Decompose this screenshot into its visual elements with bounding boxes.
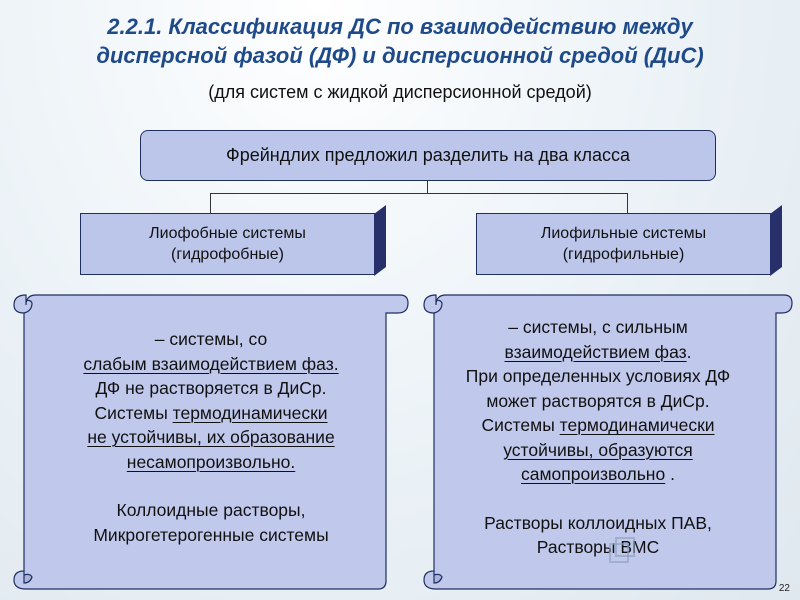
left-desc-line-4b: термодинамически: [172, 402, 328, 423]
root-box: Фрейндлих предложил разделить на два кла…: [140, 130, 716, 181]
slide-title: 2.2.1. Классификация ДС по взаимодействи…: [10, 12, 790, 70]
right-desc-line-7b: .: [665, 464, 675, 484]
box-3d-side: [374, 205, 386, 276]
lyophilic-sublabel: (гидрофильные): [562, 246, 685, 263]
lyophobic-label: Лиофобные системы: [149, 225, 306, 242]
box-3d-side: [770, 205, 782, 276]
right-desc-line-9: Растворы ВМС: [536, 537, 660, 557]
left-desc-line-1: – системы, со: [154, 329, 268, 349]
left-desc-line-8: Микрогетерогенные системы: [93, 524, 329, 545]
scroll-shape: [423, 294, 793, 590]
connector-vertical: [427, 181, 428, 193]
right-desc-line-7: самопроизвольно: [521, 464, 666, 484]
root-box-label: Фрейндлих предложил разделить на два кла…: [226, 145, 630, 165]
connector-horizontal: [210, 193, 628, 194]
lyophobic-box: Лиофобные системы (гидрофобные): [80, 205, 386, 276]
left-desc-line-7: Коллоидные растворы,: [116, 500, 306, 520]
left-desc-line-5: не устойчивы, их образование: [87, 427, 335, 447]
left-desc-line-4a: Системы: [94, 402, 173, 423]
title-line-1: 2.2.1. Классификация ДС по взаимодействи…: [107, 14, 693, 39]
left-desc-line-6: несамопроизвольно.: [126, 451, 296, 472]
connector-left-drop: [210, 193, 211, 213]
lyophobic-description-scroll: – системы, со слабым взаимодействием фаз…: [12, 293, 410, 593]
right-desc-line-6: устойчивы, образуются: [503, 439, 693, 460]
scroll-shape: [13, 294, 409, 590]
connector-right-drop: [627, 193, 628, 213]
left-desc-line-3: ДФ не растворяется в ДиСр.: [95, 378, 327, 398]
lyophilic-box: Лиофильные системы (гидрофильные): [476, 205, 782, 276]
right-desc-line-4: может растворятся в ДиСр.: [486, 390, 710, 411]
right-desc-line-2: взаимодействием фаз: [504, 341, 687, 362]
lyophobic-sublabel: (гидрофобные): [170, 246, 285, 263]
left-desc-line-2: слабым взаимодействием фаз.: [83, 353, 339, 374]
right-desc-line-8: Растворы коллоидных ПАВ,: [484, 512, 712, 533]
slide-subtitle: (для систем с жидкой дисперсионной средо…: [208, 82, 592, 102]
lyophilic-description-scroll: – системы, с сильным взаимодействием фаз…: [404, 293, 794, 593]
watermark-logo-icon: [609, 537, 635, 563]
right-desc-line-1: – системы, с сильным: [508, 317, 688, 337]
right-desc-line-5b: термодинамически: [559, 415, 715, 435]
lyophilic-label: Лиофильные системы: [540, 225, 707, 242]
page-number: 22: [778, 583, 790, 594]
right-desc-line-3: При определенных условиях ДФ: [465, 366, 731, 386]
right-desc-line-5a: Системы: [481, 415, 560, 435]
title-line-2: дисперсной фазой (ДФ) и дисперсионной ср…: [96, 43, 704, 68]
right-desc-line-2b: .: [686, 341, 692, 362]
